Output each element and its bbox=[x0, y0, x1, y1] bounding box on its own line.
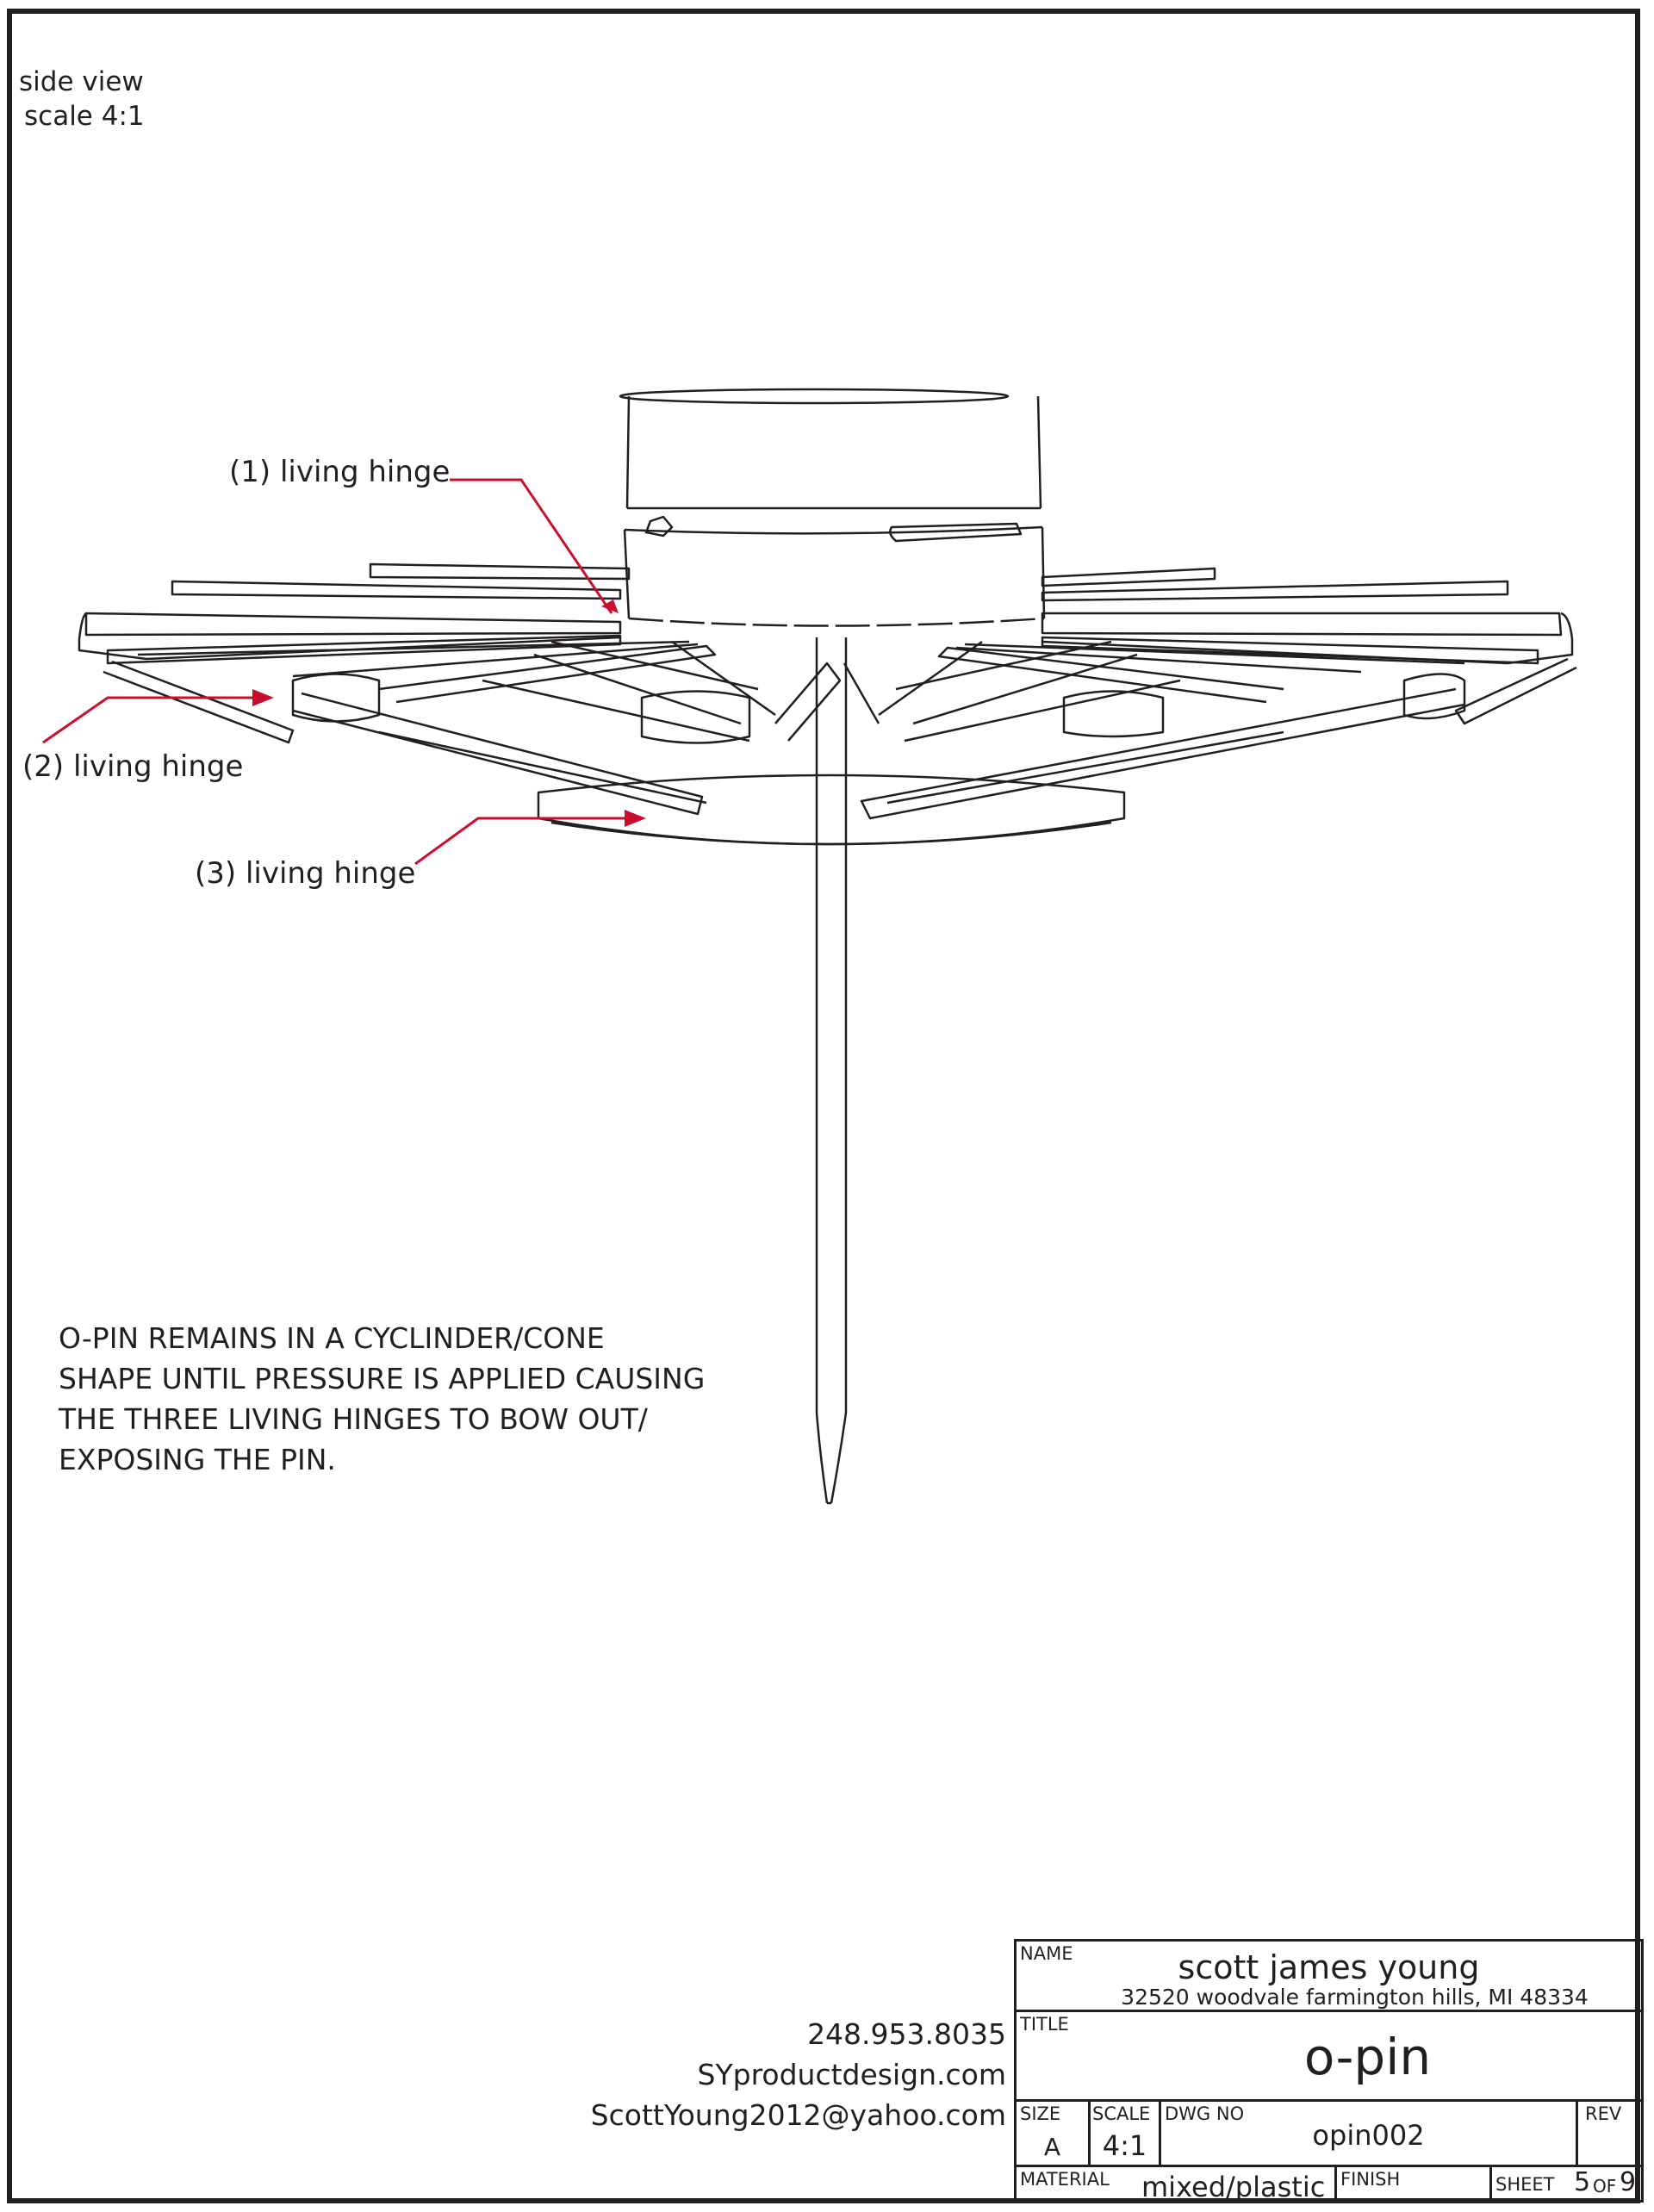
view-name: side view bbox=[19, 66, 144, 97]
scale-label: SCALE bbox=[1092, 2103, 1151, 2124]
title-block: NAME scott james young 32520 woodvale fa… bbox=[1014, 1939, 1644, 2203]
finish-label: FINISH bbox=[1340, 2169, 1401, 2190]
sheet-of-label: OF bbox=[1593, 2176, 1617, 2196]
head-cylinder bbox=[619, 388, 1046, 627]
material-cell: MATERIAL mixed/plastic bbox=[1017, 2167, 1337, 2203]
leader-1 bbox=[450, 478, 613, 614]
scale-cell: SCALE 4:1 bbox=[1091, 2102, 1161, 2167]
name-label: NAME bbox=[1020, 1943, 1073, 1964]
size-value: A bbox=[1043, 2133, 1061, 2161]
note-line: THE THREE LIVING HINGES TO BOW OUT/ bbox=[59, 1402, 648, 1436]
leader-3 bbox=[414, 817, 633, 866]
phone: 248.953.8035 bbox=[807, 2017, 1006, 2051]
arrowhead-2 bbox=[252, 689, 274, 706]
sheet-cell: SHEET 5 OF 9 bbox=[1492, 2167, 1641, 2200]
view-label: side view scale 4:1 bbox=[19, 65, 145, 134]
callout-3-label: (3) living hinge bbox=[195, 856, 416, 891]
designer-name: scott james young bbox=[1178, 1948, 1480, 1986]
radial-arms bbox=[78, 562, 1577, 820]
title-label: TITLE bbox=[1020, 2014, 1069, 2035]
callout-1-label: (1) living hinge bbox=[229, 455, 451, 489]
callout-arrowheads bbox=[252, 600, 646, 827]
arrowhead-3 bbox=[625, 810, 646, 827]
designer-address: 32520 woodvale farmington hills, MI 4833… bbox=[1121, 1985, 1589, 2010]
pin bbox=[815, 637, 848, 1505]
title-cell: TITLE o-pin bbox=[1017, 2012, 1641, 2102]
arrowhead-1 bbox=[601, 600, 619, 613]
leader-2 bbox=[42, 696, 258, 744]
rev-label: REV bbox=[1585, 2103, 1622, 2124]
drawing-border bbox=[7, 9, 1640, 2203]
material-value: mixed/plastic bbox=[1141, 2171, 1326, 2203]
drawing-title: o-pin bbox=[1303, 2028, 1432, 2086]
size-label: SIZE bbox=[1020, 2103, 1061, 2124]
dwg-no-value: opin002 bbox=[1312, 2119, 1425, 2152]
note-line: SHAPE UNTIL PRESSURE IS APPLIED CAUSING bbox=[59, 1362, 706, 1395]
material-label: MATERIAL bbox=[1020, 2169, 1110, 2190]
rev-cell: REV bbox=[1578, 2102, 1641, 2167]
dwg-no-cell: DWG NO opin002 bbox=[1161, 2102, 1578, 2167]
callout-2-label: (2) living hinge bbox=[22, 749, 244, 784]
design-note: O-PIN REMAINS IN A CYCLINDER/CONE SHAPE … bbox=[59, 1318, 705, 1480]
finish-cell: FINISH bbox=[1337, 2167, 1492, 2200]
website: SYproductdesign.com bbox=[697, 2058, 1006, 2091]
name-cell: NAME scott james young 32520 woodvale fa… bbox=[1017, 1942, 1641, 2012]
sheet-total: 9 bbox=[1620, 2167, 1637, 2197]
scale-value: 4:1 bbox=[1102, 2129, 1147, 2162]
email: ScottYoung2012@yahoo.com bbox=[590, 2098, 1006, 2132]
o-pin-side-view bbox=[78, 388, 1577, 1505]
dwg-no-label: DWG NO bbox=[1165, 2103, 1245, 2124]
note-line: O-PIN REMAINS IN A CYCLINDER/CONE bbox=[59, 1321, 605, 1355]
sheet-label: SHEET bbox=[1495, 2174, 1555, 2195]
sheet-number: 5 bbox=[1574, 2167, 1591, 2197]
callout-leaders bbox=[42, 478, 633, 866]
note-line: EXPOSING THE PIN. bbox=[59, 1443, 336, 1476]
view-scale: scale 4:1 bbox=[24, 101, 145, 132]
size-cell: SIZE A bbox=[1017, 2102, 1091, 2167]
contact-info: 248.953.8035 SYproductdesign.com ScottYo… bbox=[591, 2014, 1006, 2135]
